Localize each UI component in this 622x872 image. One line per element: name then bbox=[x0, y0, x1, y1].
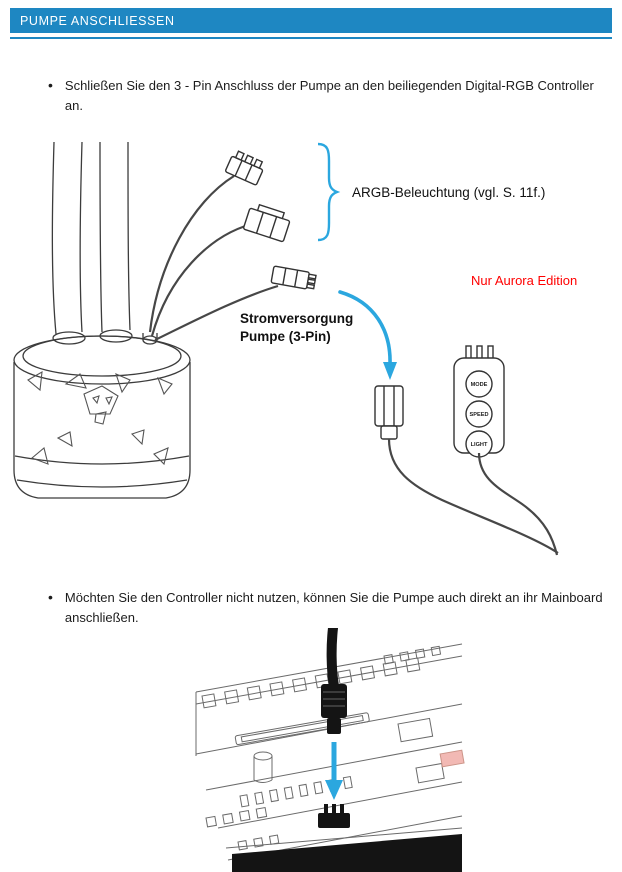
brace-bracket bbox=[317, 142, 341, 242]
section-header-bar: PUMPE ANSCHLIESSEN bbox=[10, 8, 612, 33]
pump-cables bbox=[148, 175, 279, 341]
pump-power-connector-icon bbox=[270, 265, 317, 290]
instruction-item-1: • Schließen Sie den 3 - Pin Anschluss de… bbox=[48, 76, 618, 115]
argb-connector-male-icon bbox=[243, 203, 291, 243]
pump-power-label: Stromversorgung Pumpe (3-Pin) bbox=[240, 310, 353, 346]
bullet-marker: • bbox=[48, 589, 53, 605]
pump-power-label-line2: Pumpe (3-Pin) bbox=[240, 329, 331, 345]
section-divider bbox=[10, 37, 612, 39]
argb-connector-female-icon bbox=[225, 150, 264, 186]
pump-connection-figure: MODE SPEED LIGHT ARGB-Beleuchtung (vgl. … bbox=[0, 140, 622, 565]
pump-unit-drawing bbox=[13, 141, 191, 499]
speed-button-drawing bbox=[465, 400, 493, 428]
speed-button-label: SPEED bbox=[470, 412, 489, 418]
aurora-edition-note: Nur Aurora Edition bbox=[471, 273, 578, 288]
mode-button-drawing bbox=[465, 370, 493, 398]
pump-power-label-line1: Stromversorgung bbox=[240, 311, 354, 326]
mode-button-label: MODE bbox=[471, 382, 488, 388]
bear-face-artwork bbox=[27, 370, 173, 466]
mainboard-figure bbox=[0, 628, 622, 872]
pump-wiring-diagram: MODE SPEED LIGHT bbox=[13, 141, 559, 556]
mainboard-diagram bbox=[195, 628, 465, 872]
controller-cable bbox=[477, 452, 559, 556]
bullet-marker: • bbox=[48, 77, 53, 93]
fan-plug-icon bbox=[374, 385, 404, 440]
arrow-to-plug bbox=[338, 290, 397, 380]
instruction-text-2: Möchten Sie den Controller nicht nutzen,… bbox=[64, 590, 603, 625]
plug-direction-arrow bbox=[325, 742, 343, 800]
fan-header-drawing bbox=[318, 804, 350, 828]
board-component-pink bbox=[439, 749, 465, 768]
rgb-controller-drawing: MODE SPEED LIGHT bbox=[453, 345, 559, 556]
board-edge-band bbox=[232, 834, 462, 872]
argb-label: ARGB-Beleuchtung (vgl. S. 11f.) bbox=[352, 185, 546, 200]
mainboard-artwork bbox=[195, 643, 463, 861]
instruction-item-2: • Möchten Sie den Controller nicht nutze… bbox=[48, 588, 618, 627]
light-button-label: LIGHT bbox=[471, 442, 488, 448]
instruction-text-1: Schließen Sie den 3 - Pin Anschluss der … bbox=[64, 78, 594, 113]
plug-cable bbox=[387, 438, 559, 554]
pump-cable-drawing bbox=[321, 628, 347, 734]
section-title: PUMPE ANSCHLIESSEN bbox=[20, 13, 175, 28]
